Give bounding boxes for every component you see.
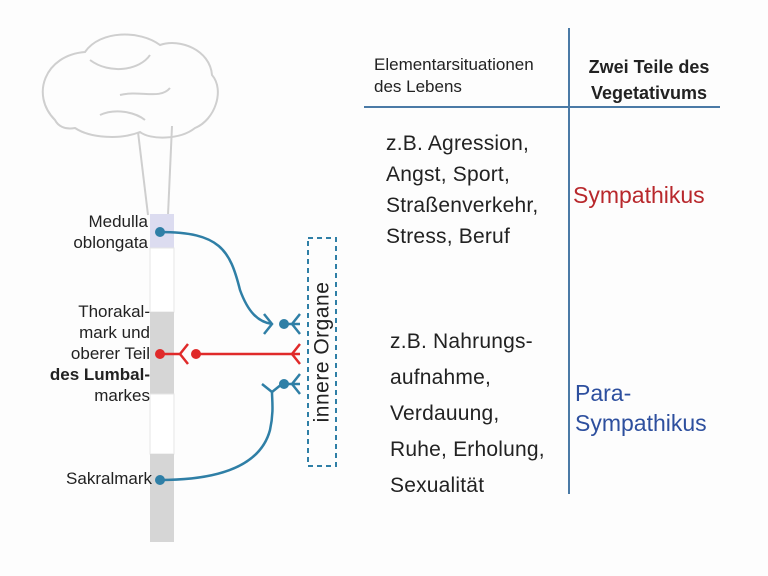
inner-organs-label: innere Organe	[310, 281, 334, 423]
situations-sympathetic: z.B. Agression, Angst, Sport, Straßenver…	[386, 132, 539, 248]
parasympathetic-sakral-node	[155, 475, 165, 485]
sympathetic-ganglion	[191, 349, 201, 359]
inner-organs-box	[307, 237, 337, 467]
brain-stem	[137, 125, 173, 216]
parasympathetic-lower-pathway	[159, 373, 301, 482]
sympathetic-pathway	[160, 343, 301, 365]
sympathetic-thorakal-node	[155, 349, 165, 359]
header-situations: Elementarsituationen des Lebens	[374, 55, 534, 96]
brain-outline	[41, 33, 219, 139]
situations-parasympathetic: z.B. Nahrungs- aufnahme, Verdauung, Ruhe…	[390, 330, 545, 497]
table-header-divider	[364, 106, 720, 108]
part-sympathikus: Sympathikus	[573, 182, 705, 208]
label-medulla: Medulla oblongata	[73, 212, 148, 252]
label-sakral: Sakralmark	[66, 469, 152, 488]
inner-organs-label-wrap: innere Organe	[300, 238, 344, 466]
parasympathetic-lower-ganglion	[279, 379, 289, 389]
table-column-divider	[568, 28, 570, 494]
spinal-segment-white-1	[149, 247, 175, 313]
part-parasympathikus: Para- Sympathikus	[575, 380, 707, 436]
header-parts: Zwei Teile des Vegetativums	[588, 57, 710, 103]
parasympathetic-upper-pathway	[159, 230, 301, 335]
spinal-segment-sakral	[150, 454, 174, 542]
spinal-segment-white-2	[149, 393, 175, 455]
parasympathetic-upper-ganglion	[279, 319, 289, 329]
parasympathetic-medulla-node	[155, 227, 165, 237]
label-thorakal: Thorakal- mark und oberer Teil des Lumba…	[49, 302, 150, 405]
